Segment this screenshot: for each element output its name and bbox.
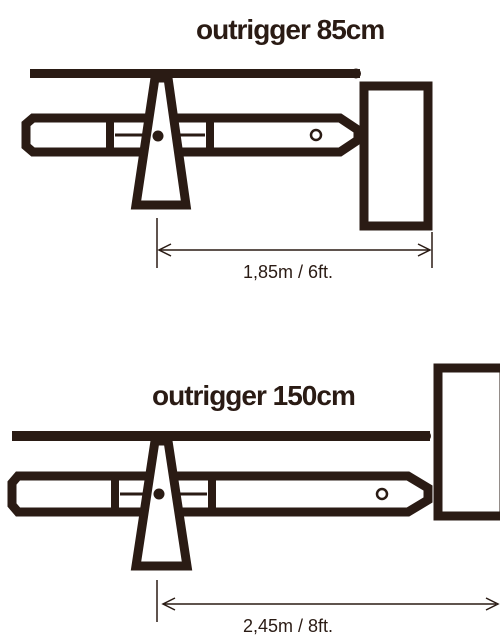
outrigger-arm	[7, 471, 433, 517]
outrigger-post	[130, 73, 192, 210]
pivot-bolt	[152, 130, 164, 142]
end-plate	[433, 363, 500, 521]
outrigger-85-measurement: 1,85m / 6ft.	[243, 262, 334, 282]
top-rail-end	[421, 431, 431, 441]
dimension-line-85	[156, 218, 433, 268]
top-rail	[30, 69, 360, 78]
outrigger-85-assembly	[21, 68, 433, 268]
bolt-hole	[309, 128, 323, 142]
end-plate	[359, 81, 433, 231]
dimension-line-150	[156, 580, 500, 622]
outrigger-150-title: outrigger 150cm	[152, 380, 356, 411]
pivot-bolt	[153, 488, 165, 500]
top-rail-end	[351, 68, 361, 79]
outrigger-post	[130, 436, 193, 571]
outrigger-arm	[21, 113, 363, 157]
top-rail	[12, 431, 430, 441]
outrigger-150-assembly	[7, 363, 500, 622]
outrigger-85-title: outrigger 85cm	[196, 14, 385, 45]
outrigger-150-measurement: 2,45m / 8ft.	[243, 616, 334, 636]
bolt-hole	[375, 487, 389, 501]
